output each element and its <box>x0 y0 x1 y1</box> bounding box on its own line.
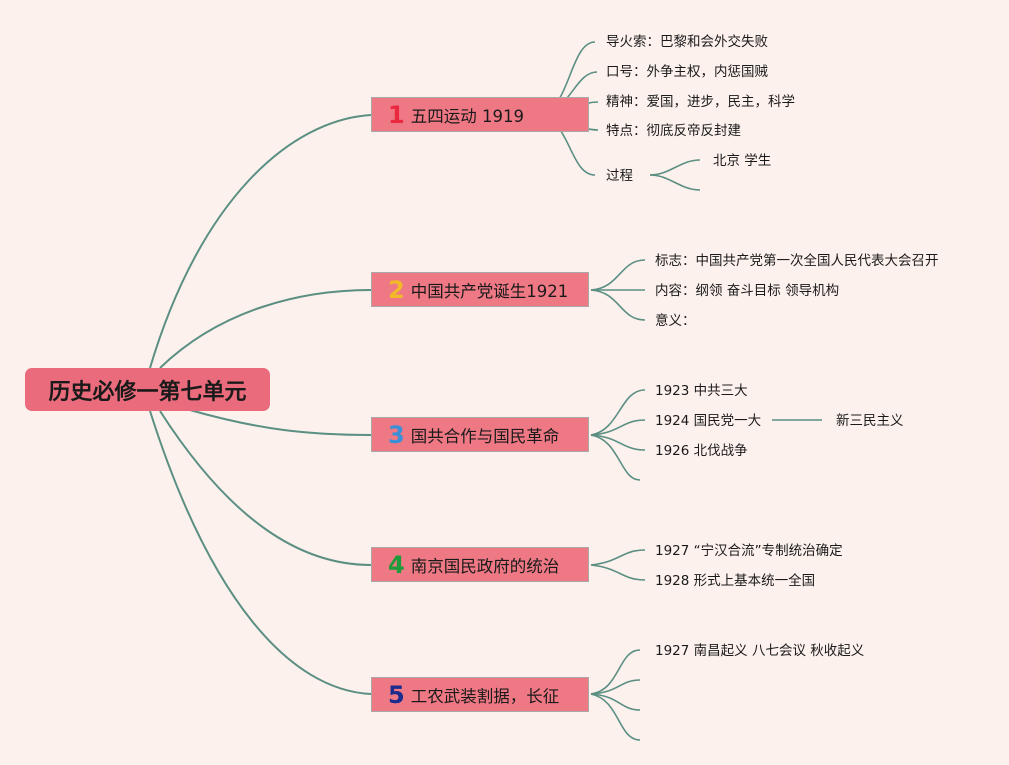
branch-title-1: 五四运动 1919 <box>410 106 524 126</box>
branch-number-2: 2 <box>388 275 405 304</box>
branch-title-3: 国共合作与国民革命 <box>410 426 560 446</box>
branch-number-1: 1 <box>388 100 405 129</box>
root-link-3 <box>189 409 372 436</box>
branch-node-1[interactable]: 1 五四运动 1919 <box>371 97 589 132</box>
leaf-2-1[interactable]: 标志：中国共产党第一次全国人民代表大会召开 <box>655 253 939 269</box>
branch-node-2[interactable]: 2 中国共产党诞生1921 <box>371 272 589 307</box>
leaf-3-1[interactable]: 1923 中共三大 <box>655 383 748 399</box>
root-link-2 <box>159 289 372 369</box>
leaf-4-2[interactable]: 1928 形式上基本统一全国 <box>655 573 816 589</box>
branch-node-4[interactable]: 4 南京国民政府的统治 <box>371 547 589 582</box>
root-link-5 <box>149 410 372 695</box>
root-link-1 <box>149 114 372 369</box>
leaf-1-5[interactable]: 过程 <box>606 168 633 184</box>
leaf-5-1[interactable]: 1927 南昌起义 八七会议 秋收起义 <box>655 643 865 659</box>
root-link-4 <box>159 410 372 566</box>
leaf-2-2[interactable]: 内容：纲领 奋斗目标 领导机构 <box>655 283 840 299</box>
branch-title-5: 工农武装割据，长征 <box>410 686 560 706</box>
branch-number-4: 4 <box>388 550 405 579</box>
leaf-3-3[interactable]: 1926 北伐战争 <box>655 443 748 459</box>
branch-node-3[interactable]: 3 国共合作与国民革命 <box>371 417 589 452</box>
leaf-1-1[interactable]: 导火索：巴黎和会外交失败 <box>606 34 768 50</box>
branch-node-5[interactable]: 5 工农武装割据，长征 <box>371 677 589 712</box>
leaf-1-3[interactable]: 精神：爱国，进步，民主，科学 <box>606 94 795 110</box>
leaf-3-2[interactable]: 1924 国民党一大 <box>655 413 762 429</box>
branch-number-3: 3 <box>388 420 405 449</box>
leaf-4-1[interactable]: 1927 “宁汉合流”专制统治确定 <box>655 543 843 559</box>
root-node[interactable]: 历史必修一第七单元 <box>25 368 270 411</box>
leaf-3-2-1[interactable]: 新三民主义 <box>836 413 904 429</box>
leaf-1-5-1[interactable]: 北京 学生 <box>713 153 772 169</box>
leaf-1-2[interactable]: 口号：外争主权，内惩国贼 <box>606 64 768 80</box>
branch-title-2: 中国共产党诞生1921 <box>410 281 569 301</box>
leaf-1-4[interactable]: 特点：彻底反帝反封建 <box>606 123 741 139</box>
branch-title-4: 南京国民政府的统治 <box>410 556 560 576</box>
branch-number-5: 5 <box>388 680 405 709</box>
leaf-2-3[interactable]: 意义： <box>655 313 696 329</box>
